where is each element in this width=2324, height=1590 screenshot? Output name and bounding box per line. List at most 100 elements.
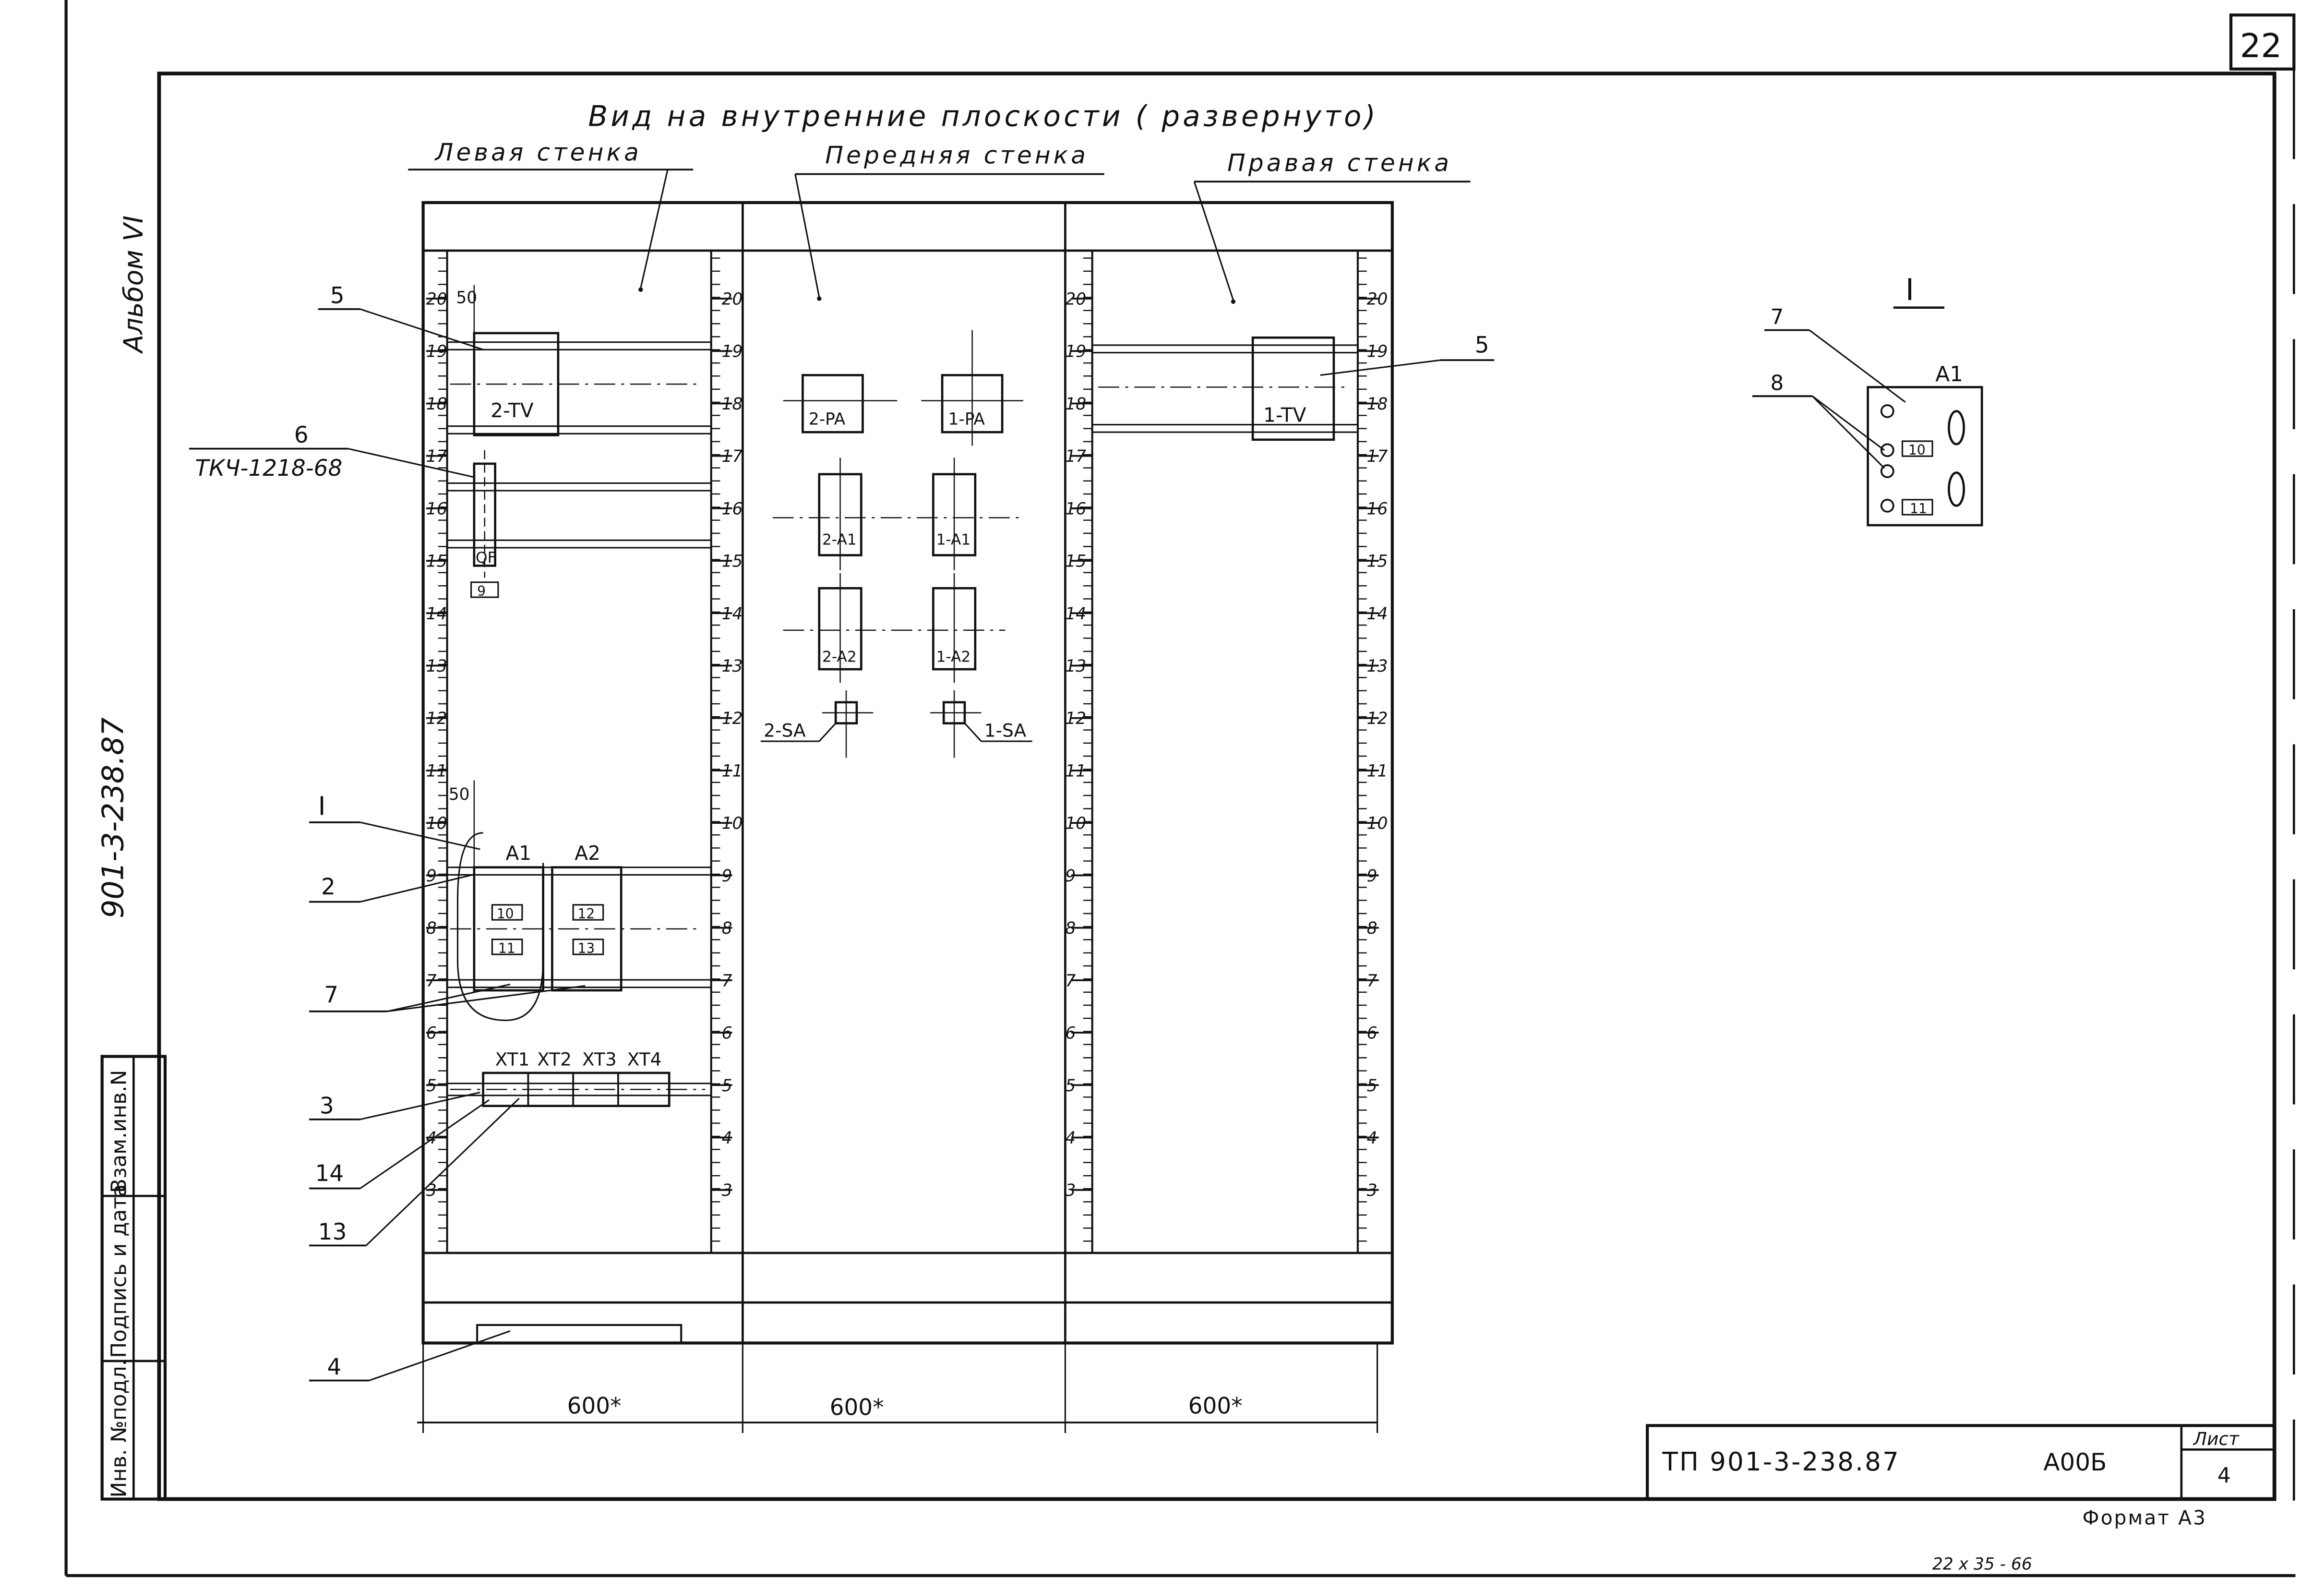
- label-1a2: 1-A2: [936, 648, 971, 665]
- sign-date-label: Подпись и дата: [107, 1184, 132, 1358]
- rail-number: 14: [722, 604, 743, 624]
- rail-number: 6: [1367, 1024, 1378, 1043]
- rail-number: 17: [1367, 447, 1388, 466]
- rail-number: 15: [722, 552, 743, 571]
- label-xt4: XT4: [627, 1048, 662, 1070]
- callout-I: I: [318, 791, 326, 821]
- album-label: Альбом VI: [118, 216, 149, 354]
- rail-number: 20: [1367, 290, 1388, 309]
- rail-number: 18: [1367, 395, 1388, 414]
- rail-number: 19: [1367, 342, 1388, 361]
- dim-right: 600*: [1188, 1393, 1243, 1419]
- tag-11: 11: [498, 940, 515, 956]
- inv-no-label: Инв. №подл.: [107, 1360, 132, 1498]
- detail-callout-7: 7: [1770, 305, 1784, 329]
- rail-number: 9: [426, 867, 437, 886]
- rail-number: 15: [1065, 552, 1086, 571]
- rail-number: 17: [426, 447, 447, 466]
- format-label: Формат А3: [2083, 1506, 2207, 1530]
- right-wall-label: Правая стенка: [1227, 149, 1452, 177]
- rail-number: 9: [1065, 867, 1076, 886]
- rail-number: 7: [1065, 971, 1076, 990]
- rail-number: 10: [1065, 814, 1086, 833]
- sheet-frame: [64, 0, 2296, 1578]
- module-a2: A2 12 13: [551, 842, 623, 992]
- rail-number: 17: [1065, 447, 1086, 466]
- rail-number: 9: [1367, 867, 1378, 886]
- rail-number: 14: [1065, 604, 1086, 624]
- rail-number: 8: [1367, 919, 1378, 938]
- label-a1: A1: [506, 842, 532, 865]
- rail-number: 19: [1065, 342, 1086, 361]
- rail-number: 18: [722, 395, 743, 414]
- rail-number: 4: [722, 1129, 732, 1148]
- detail-tag-11: 11: [1910, 501, 1927, 517]
- tag-12: 12: [578, 906, 595, 922]
- label-2pa: 2-PA: [809, 410, 846, 429]
- terminal-blocks: XT1 XT2 XT3 XT4: [450, 1048, 706, 1107]
- rail-number: 3: [1065, 1181, 1076, 1200]
- rail-number: 16: [1065, 499, 1086, 518]
- rail-number: 12: [1065, 709, 1086, 728]
- sheet-number: 4: [2217, 1463, 2231, 1488]
- rail-number: 7: [722, 971, 732, 990]
- rail-number: 5: [1367, 1076, 1378, 1096]
- rail-number: 13: [722, 657, 743, 676]
- rail-number: 14: [426, 604, 447, 624]
- callout-6-sub: ТКЧ-1218-68: [195, 455, 342, 482]
- tag-10: 10: [497, 906, 514, 922]
- rail-number: 8: [426, 919, 437, 938]
- rail-number: 20: [722, 290, 743, 309]
- rail-number: 3: [722, 1181, 732, 1200]
- tag-13: 13: [578, 940, 595, 956]
- label-1pa: 1-PA: [948, 410, 985, 429]
- replace-inv-label: Взам.инв.N: [107, 1070, 132, 1192]
- dim-middle: 600*: [830, 1395, 884, 1421]
- callout-13: 13: [318, 1219, 347, 1245]
- rail-number: 11: [426, 761, 447, 781]
- label-2tv: 2-TV: [491, 399, 534, 422]
- front-wall-label: Передняя стенка: [825, 142, 1089, 169]
- rail-number: 4: [1065, 1129, 1076, 1148]
- detail-label-a1: A1: [1935, 362, 1963, 386]
- label-2a2: 2-A2: [822, 648, 857, 665]
- rail-number: 8: [1065, 919, 1076, 938]
- callout-4: 4: [327, 1354, 342, 1380]
- transformer-1tv: 1-TV: [1098, 336, 1351, 441]
- detail-I: I A1 10 11 7 8: [1752, 272, 1983, 527]
- dimensions: 600* 600* 600*: [417, 1343, 1378, 1433]
- rail-number: 13: [1065, 657, 1086, 676]
- rail-number: 20: [1065, 290, 1086, 309]
- label-qf: QF: [476, 549, 496, 566]
- rail-number: 6: [426, 1024, 437, 1043]
- drawing-title: Вид на внутренние плоскости ( развернуто…: [588, 100, 1378, 133]
- rail-number: 9: [722, 867, 732, 886]
- cabinet-outline: [421, 201, 1394, 1345]
- rail-number: 13: [426, 657, 447, 676]
- rail-number: 15: [426, 552, 447, 571]
- rail-number: 14: [1367, 604, 1388, 624]
- front-wall-devices: 2-PA 1-PA 2-A1 1-A1 2-A2 1-A2 2-SA 1-S: [760, 330, 1032, 758]
- rail-number: 3: [426, 1181, 437, 1200]
- rail-number: 10: [722, 814, 743, 833]
- side-stamp: Инв. №подл. Подпись и дата Взам.инв.N: [100, 1055, 167, 1501]
- rail-number: 5: [1065, 1076, 1076, 1096]
- rail-number: 8: [722, 919, 732, 938]
- rail-number: 6: [1065, 1024, 1076, 1043]
- rail-number: 5: [722, 1076, 732, 1096]
- rail-number: 19: [722, 342, 743, 361]
- label-1sa: 1-SA: [984, 720, 1027, 741]
- rail-number: 4: [426, 1129, 437, 1148]
- side-code: 901-3-238.87: [96, 717, 130, 918]
- rail-number: 15: [1367, 552, 1388, 571]
- label-2a1: 2-A1: [822, 531, 857, 549]
- label-1a1: 1-A1: [936, 531, 971, 549]
- rail-number: 18: [426, 395, 447, 414]
- rail-number: 7: [1367, 971, 1378, 990]
- detail-tag-10: 10: [1908, 442, 1926, 458]
- label-a2: A2: [575, 842, 600, 865]
- dim-left: 600*: [567, 1393, 622, 1419]
- tag-9: 9: [477, 583, 486, 599]
- callout-6: 6: [294, 422, 309, 448]
